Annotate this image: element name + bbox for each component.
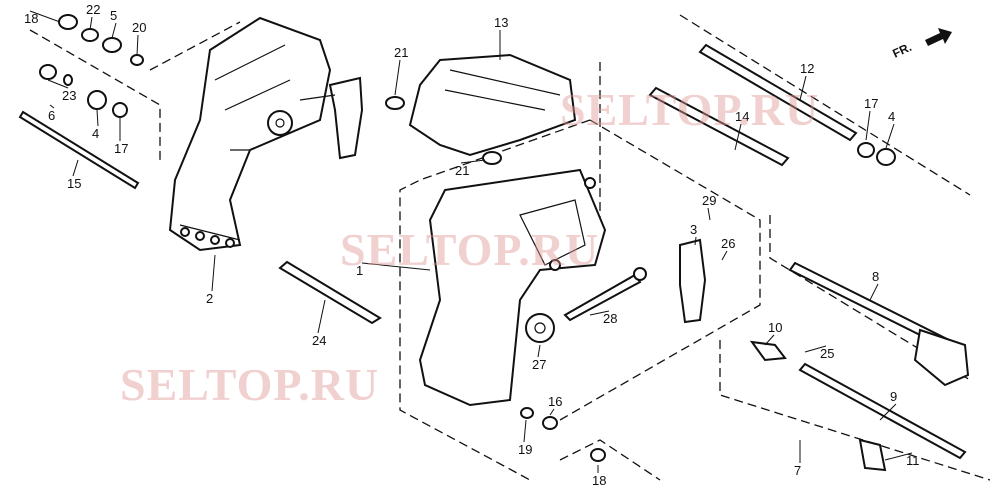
leader-line (394, 59, 401, 96)
leader-line (317, 299, 326, 334)
callout-2: 2 (206, 291, 213, 306)
leader-line (885, 123, 895, 149)
callout-27: 27 (532, 357, 546, 372)
leader-line (89, 16, 93, 31)
leader-line (72, 159, 79, 177)
leader-line (136, 34, 139, 56)
bracket-left-part (168, 16, 364, 252)
callout-24: 24 (312, 333, 326, 348)
callout-6: 6 (48, 108, 55, 123)
callout-16: 16 (548, 394, 562, 409)
leader-line (47, 79, 69, 89)
leader-line (707, 207, 711, 221)
leader-lines (29, 10, 913, 473)
callout-7: 7 (794, 463, 801, 478)
callout-21: 21 (394, 45, 408, 60)
leader-line (460, 159, 486, 164)
group-frames (29, 14, 991, 481)
callout-4: 4 (92, 126, 99, 141)
watermark-text: SELTOP.RU (560, 84, 819, 135)
callout-5: 5 (110, 8, 117, 23)
callout-25: 25 (820, 346, 834, 361)
callout-8: 8 (872, 269, 879, 284)
leader-line (537, 344, 541, 358)
callout-11: 11 (906, 453, 920, 468)
callout-21: 21 (455, 163, 469, 178)
callout-1: 1 (356, 263, 363, 278)
callout-12: 12 (800, 61, 814, 76)
callout-17: 17 (114, 141, 128, 156)
leader-line (764, 334, 775, 346)
hardware-small-parts (39, 14, 144, 118)
leader-line (734, 123, 742, 151)
watermark-text: SELTOP.RU (340, 224, 599, 275)
callout-4: 4 (888, 109, 895, 124)
arrow-icon (925, 28, 952, 46)
leader-line (799, 75, 807, 101)
callout-26: 26 (721, 236, 735, 251)
callout-18: 18 (592, 473, 606, 488)
callout-14: 14 (735, 109, 749, 124)
leader-line (29, 10, 61, 23)
leader-line (804, 345, 827, 353)
leader-line (549, 408, 555, 416)
front-direction-indicator: FR. (890, 28, 952, 61)
leader-line (879, 403, 897, 421)
callout-20: 20 (132, 20, 146, 35)
leader-line (694, 236, 697, 246)
leader-line (96, 109, 99, 127)
callout-15: 15 (67, 176, 81, 191)
callout-13: 13 (494, 15, 508, 30)
callout-18: 18 (24, 11, 38, 26)
leader-line (523, 419, 527, 443)
stopper-part (385, 53, 577, 165)
leader-line (865, 110, 871, 141)
bracket-right-part (418, 168, 707, 407)
leader-line (361, 262, 431, 271)
callout-10: 10 (768, 320, 782, 335)
callout-28: 28 (603, 311, 617, 326)
leader-line (211, 254, 216, 292)
leader-line (884, 452, 913, 461)
watermarks: SELTOP.RU SELTOP.RU SELTOP.RU (120, 84, 819, 410)
callout-19: 19 (518, 442, 532, 457)
callout-22: 22 (86, 2, 100, 17)
callout-23: 23 (62, 88, 76, 103)
watermark-text: SELTOP.RU (120, 359, 379, 410)
leader-line (721, 250, 728, 261)
leader-line (111, 22, 117, 39)
callout-17: 17 (864, 96, 878, 111)
callout-3: 3 (690, 222, 697, 237)
fr-label: FR. (890, 40, 913, 61)
leader-line (869, 283, 879, 301)
leader-line (49, 104, 55, 109)
rods (18, 43, 970, 472)
leader-line (589, 310, 610, 316)
callout-9: 9 (890, 389, 897, 404)
callout-29: 29 (702, 193, 716, 208)
